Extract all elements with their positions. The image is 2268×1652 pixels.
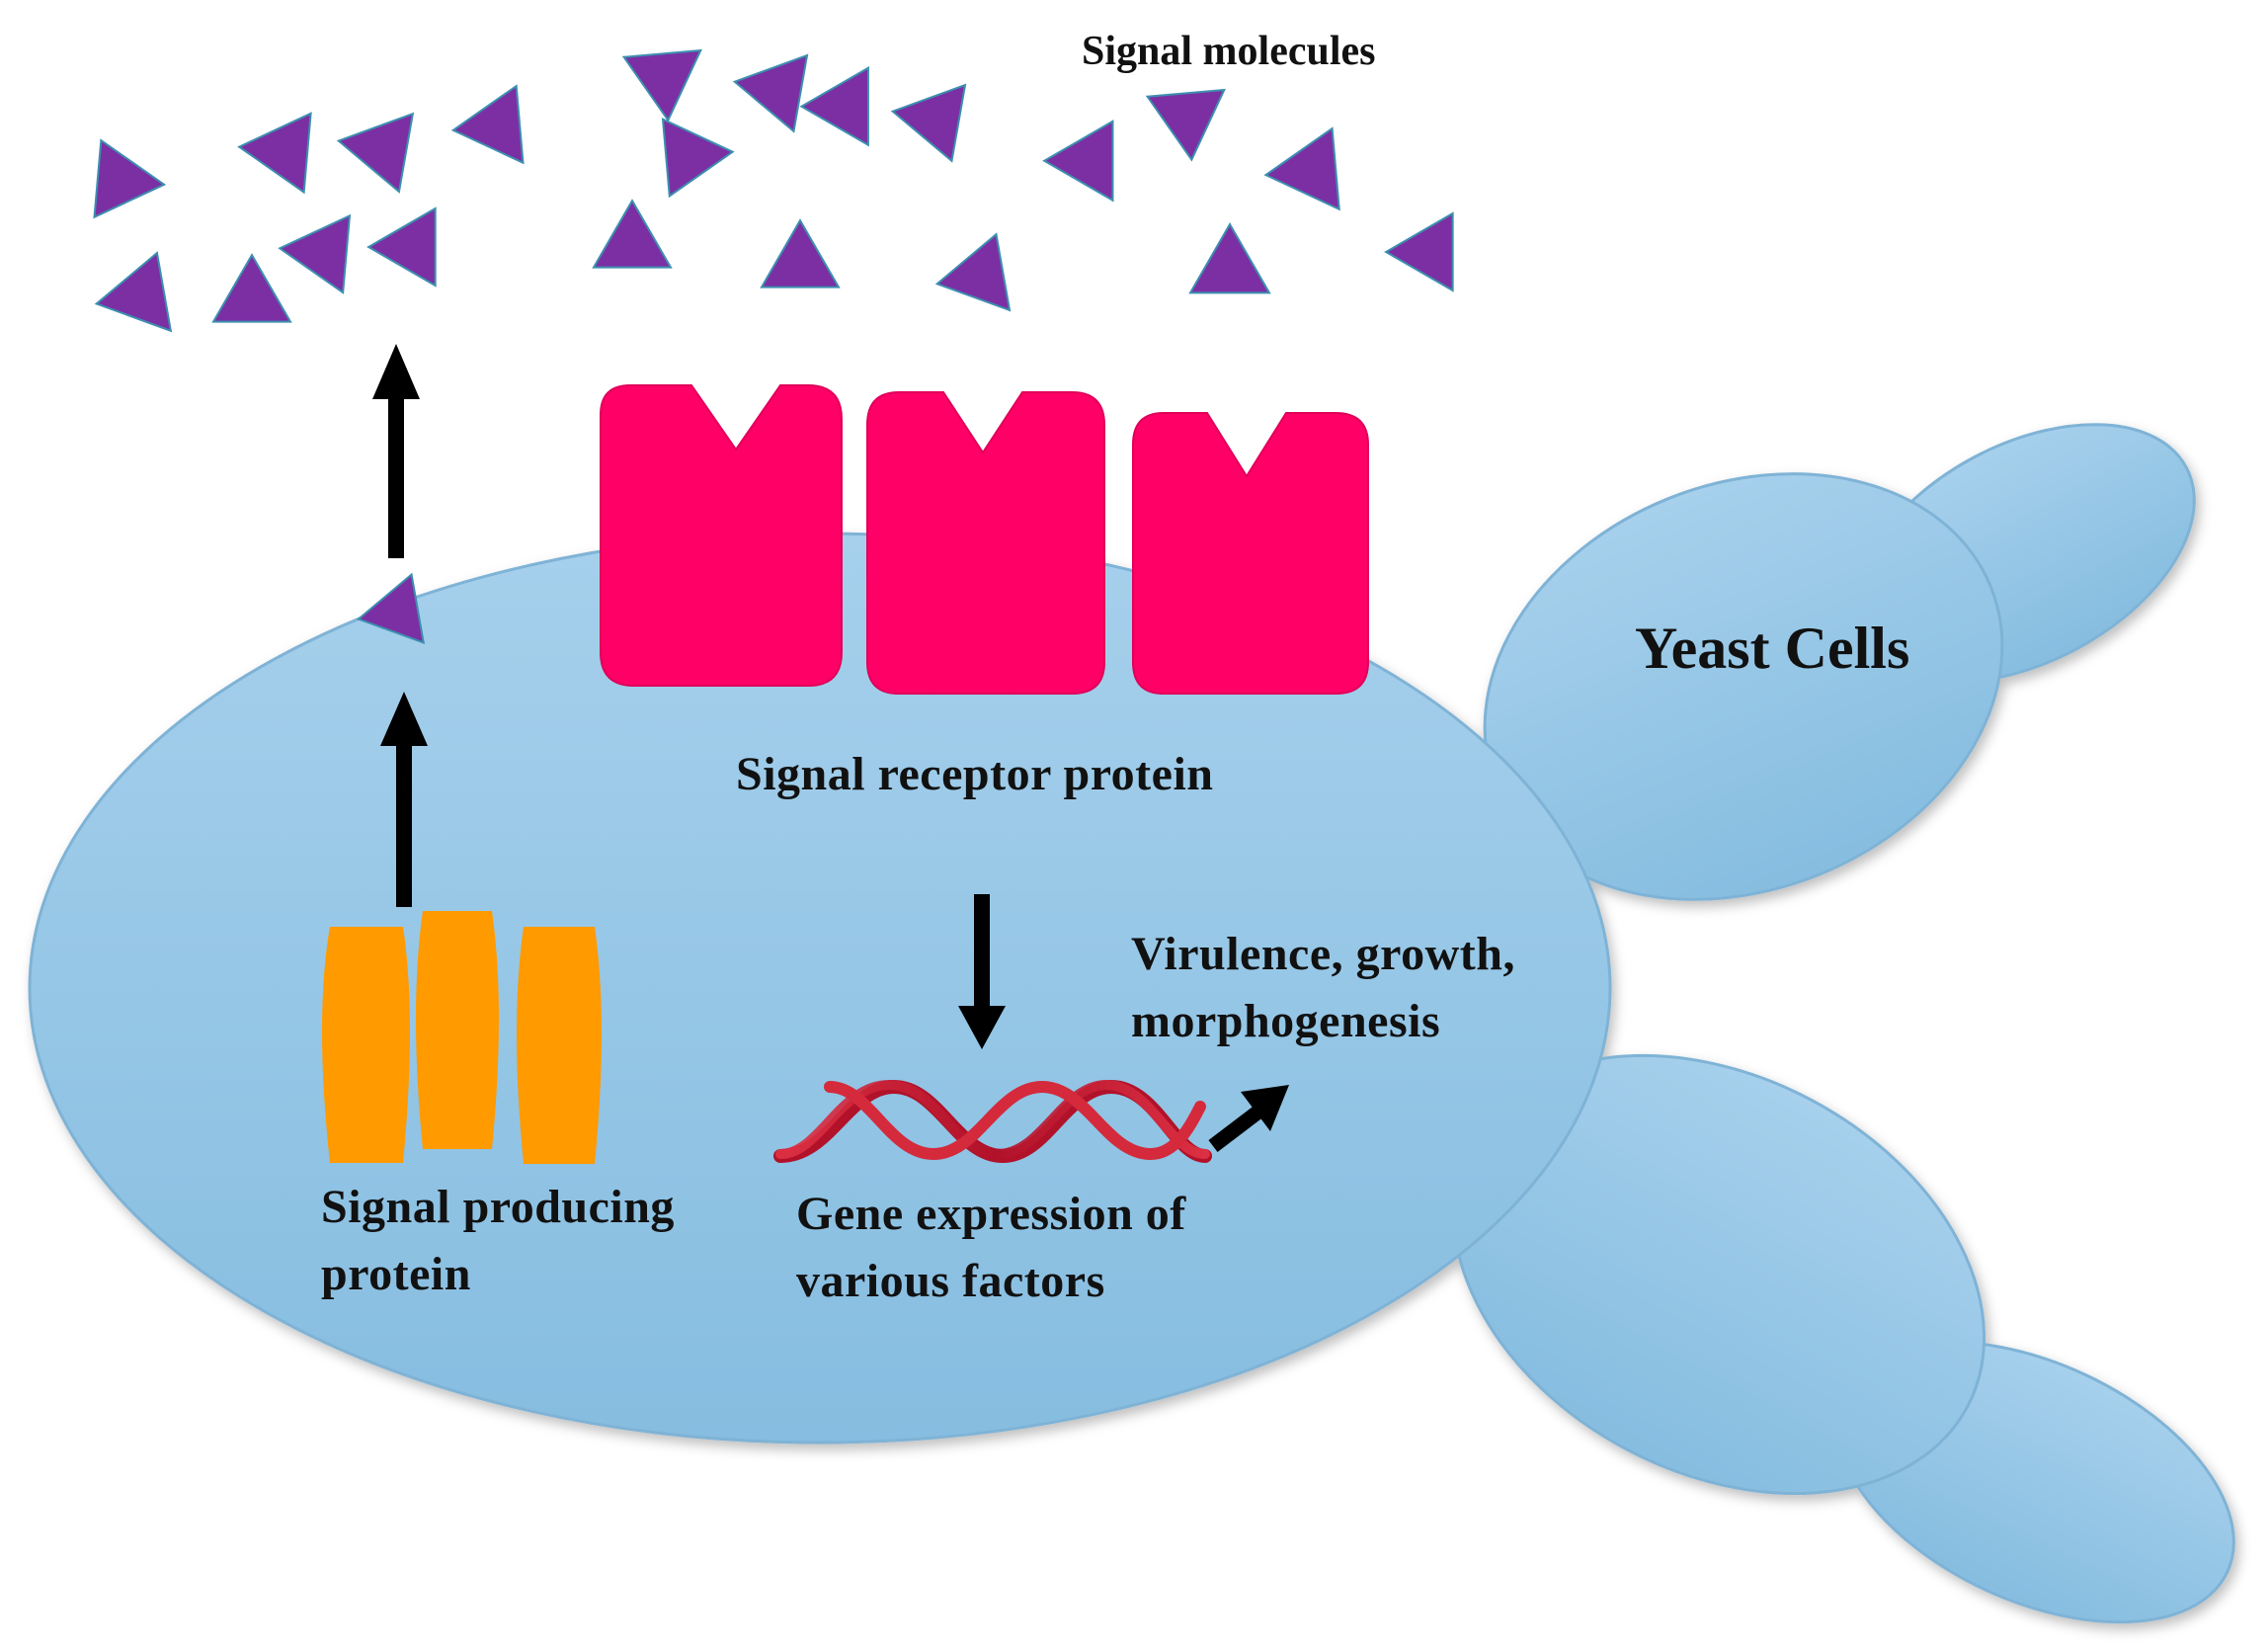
arrow-up-upper — [372, 344, 420, 558]
signal-molecule-triangle-icon — [1042, 120, 1114, 203]
signal-receptor-proteins — [600, 384, 1369, 695]
signal-molecule-triangle-icon — [94, 251, 173, 333]
signal-molecule-triangle-icon — [592, 199, 673, 269]
signal-molecule-triangle-icon — [621, 48, 702, 123]
yeast-cells-label: Yeast Cells — [1635, 616, 1910, 681]
signal-molecule-triangle-icon — [760, 218, 841, 289]
signal-receptor-protein-label: Signal receptor protein — [736, 748, 1214, 800]
signal-molecule-triangle-icon — [661, 118, 735, 199]
producer-segment — [517, 927, 602, 1164]
signal-molecule-triangle-icon — [278, 213, 352, 294]
effect-label-line1: Virulence, growth, — [1131, 928, 1515, 980]
signal-producing-protein — [322, 911, 602, 1164]
signal-molecules-cloud — [93, 48, 1454, 645]
receptor-protein — [1132, 412, 1369, 695]
signal-molecule-triangle-icon — [1384, 211, 1454, 292]
producer-segment — [322, 927, 410, 1163]
receptor-protein — [600, 384, 843, 687]
signal-molecule-triangle-icon — [890, 83, 967, 163]
gene-expression-label-line1: Gene expression of — [796, 1188, 1186, 1240]
dna-helix-icon — [773, 1079, 1212, 1164]
arrow-down — [958, 894, 1006, 1049]
receptor-protein — [866, 391, 1105, 695]
signal-molecule-triangle-icon — [366, 206, 437, 288]
signal-molecules-label: Signal molecules — [1082, 29, 1376, 74]
signal-molecule-triangle-icon — [1263, 126, 1340, 211]
signal-molecule-triangle-icon — [1145, 88, 1226, 162]
signal-producing-label-line1: Signal producing — [321, 1181, 675, 1233]
signal-molecule-triangle-icon — [93, 138, 167, 219]
arrow-diagonal — [1208, 1085, 1289, 1152]
gene-expression-label-line2: various factors — [796, 1255, 1105, 1307]
dna-strand-front — [775, 1079, 1210, 1160]
signal-molecule-triangle-icon — [450, 84, 525, 165]
signal-producing-label-line2: protein — [321, 1248, 471, 1300]
effect-label-line2: morphogenesis — [1131, 995, 1441, 1047]
arrow-up-lower — [380, 692, 428, 907]
arrows — [372, 344, 1289, 1152]
signal-molecule-triangle-icon — [1188, 222, 1271, 294]
signal-molecule-triangle-icon — [237, 112, 312, 195]
signal-molecule-triangle-icon — [336, 112, 415, 194]
yeast-cell-group — [28, 423, 2235, 1624]
signal-molecule-triangle-icon — [732, 53, 809, 133]
signal-molecule-triangle-icon — [934, 232, 1012, 312]
signal-molecule-triangle-icon — [799, 65, 869, 147]
producer-segment — [416, 911, 499, 1149]
dna-strand-second — [824, 1080, 1206, 1161]
signal-molecule-triangle-icon — [357, 572, 426, 645]
signal-molecule-triangle-icon — [211, 253, 292, 323]
